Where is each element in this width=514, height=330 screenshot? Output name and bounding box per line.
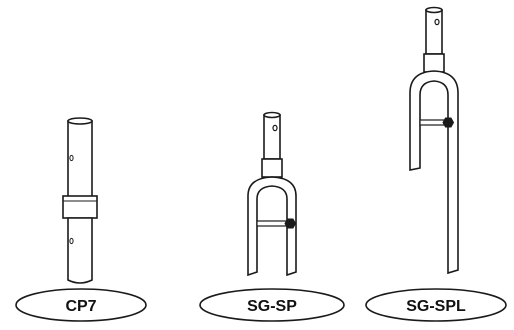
cp7-collar xyxy=(62,195,98,219)
label-sg-sp: SG-SP xyxy=(199,288,345,322)
sgsp-fork-body xyxy=(247,176,297,277)
label-sg-spl-text: SG-SPL xyxy=(406,298,466,315)
sgsp-collar xyxy=(261,158,283,178)
sgspl-collar xyxy=(423,53,445,73)
cp7-lower-tube xyxy=(67,217,93,284)
sgspl-hex-nut xyxy=(442,117,455,128)
label-cp7: CP7 xyxy=(15,288,147,322)
cp7-top-opening xyxy=(67,117,93,125)
label-cp7-text: CP7 xyxy=(65,298,96,315)
sgsp-top-stem xyxy=(263,114,281,160)
coupling-pin-icon xyxy=(62,117,98,284)
cp7-hole-lower xyxy=(69,237,74,245)
short-fork-adapter-icon xyxy=(247,111,297,277)
label-sg-spl-oval xyxy=(365,288,507,322)
sgspl-top-stem xyxy=(425,9,443,55)
sgspl-stem-hole xyxy=(434,18,440,26)
long-fork-adapter-icon xyxy=(409,6,459,275)
sgsp-cross-pin xyxy=(256,220,288,227)
cp7-hole-upper xyxy=(69,154,74,162)
sgsp-hex-nut xyxy=(284,218,297,229)
sgspl-fork-body xyxy=(409,70,459,275)
label-sg-sp-oval xyxy=(199,288,345,322)
label-sg-sp-text: SG-SP xyxy=(247,298,297,315)
label-sg-spl: SG-SPL xyxy=(365,288,507,322)
label-cp7-oval xyxy=(15,288,147,322)
sgsp-stem-hole xyxy=(272,124,278,132)
